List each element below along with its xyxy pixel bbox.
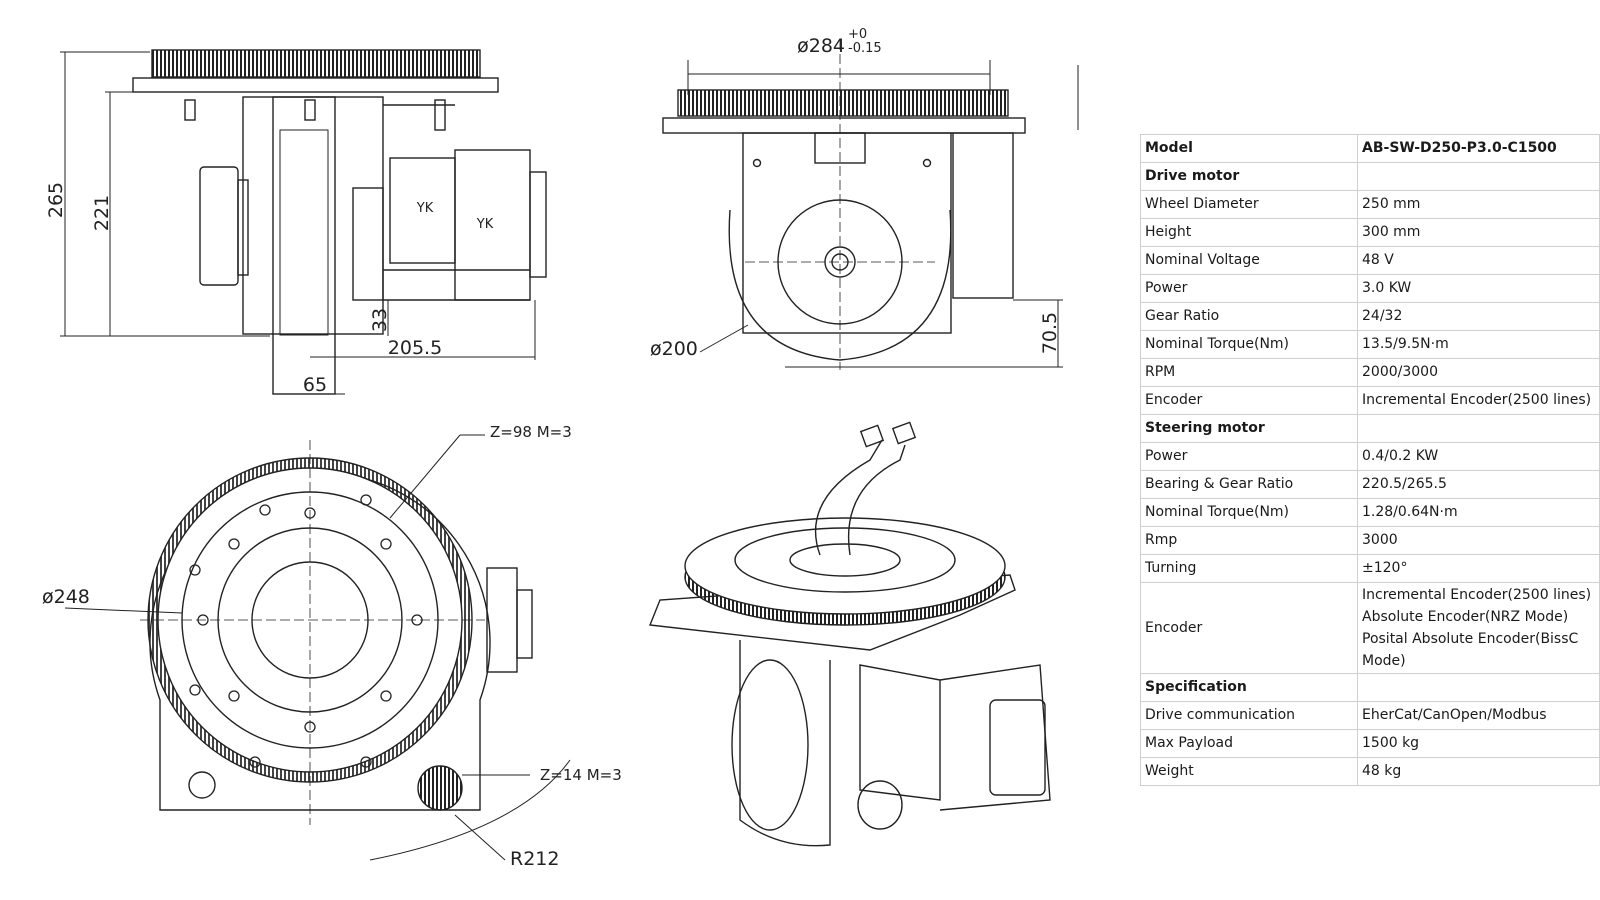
row-steer-header: Steering motor [1140, 414, 1600, 443]
row-value: 3.0 KW [1357, 274, 1600, 303]
row-key: Power [1140, 442, 1358, 471]
row-key: Weight [1140, 757, 1358, 786]
row-key: Bearing & Gear Ratio [1140, 470, 1358, 499]
table-row: Nominal Torque(Nm)1.28/0.64N·m [1140, 498, 1600, 527]
row-key: Wheel Diameter [1140, 190, 1358, 219]
steer-encoder-label: Encoder [1140, 582, 1358, 674]
row-key: Nominal Torque(Nm) [1140, 498, 1358, 527]
isometric-view-drawing [649, 421, 1051, 847]
row-value: 2000/3000 [1357, 358, 1600, 387]
model-value: AB-SW-D250-P3.0-C1500 [1357, 134, 1600, 163]
row-value: ±120° [1357, 554, 1600, 583]
row-key: Encoder [1140, 386, 1358, 415]
dim-d284-tol-up: +0 [848, 27, 867, 42]
row-key: RPM [1140, 358, 1358, 387]
table-row: Encoder Incremental Encoder(2500 lines) … [1140, 582, 1600, 674]
row-key: Nominal Voltage [1140, 246, 1358, 275]
dim-d200: ø200 [650, 338, 698, 360]
row-drive-header: Drive motor [1140, 162, 1600, 191]
encoder-line: Absolute Encoder(NRZ Mode) [1362, 609, 1569, 625]
specification-header: Specification [1140, 673, 1358, 702]
spec-table: Model AB-SW-D250-P3.0-C1500 Drive motor … [1140, 134, 1600, 786]
row-model: Model AB-SW-D250-P3.0-C1500 [1140, 134, 1600, 163]
top-view-bolt-holes [189, 494, 423, 768]
row-value: EherCat/CanOpen/Modbus [1357, 701, 1600, 730]
label-yk-2: YK [476, 217, 494, 232]
dim-r212: R212 [510, 848, 559, 870]
dim-z98: Z=98 M=3 [490, 423, 572, 441]
row-value: 220.5/265.5 [1357, 470, 1600, 499]
table-row: Nominal Torque(Nm)13.5/9.5N·m [1140, 330, 1600, 359]
row-key: Height [1140, 218, 1358, 247]
row-value: 48 V [1357, 246, 1600, 275]
top-view-drawing [64, 434, 571, 861]
row-value: Incremental Encoder(2500 lines) [1357, 386, 1600, 415]
encoder-line: Mode) [1362, 653, 1406, 669]
technical-drawings: 265 221 33 205.5 65 YK YK ø284 +0 -0.15 … [42, 27, 1079, 870]
drive-motor-header: Drive motor [1140, 162, 1358, 191]
front-view-drawing [662, 40, 1079, 370]
dim-70-5: 70.5 [1039, 312, 1061, 354]
dim-z14: Z=14 M=3 [540, 766, 622, 784]
row-value: 3000 [1357, 526, 1600, 555]
row-value: 300 mm [1357, 218, 1600, 247]
encoder-line: Posital Absolute Encoder(BissC [1362, 631, 1579, 647]
steering-motor-header: Steering motor [1140, 414, 1358, 443]
dim-d284-tol-down: -0.15 [848, 41, 882, 56]
row-value: 24/32 [1357, 302, 1600, 331]
dim-33: 33 [369, 308, 391, 332]
side-view-drawing [60, 49, 547, 395]
dim-d248: ø248 [42, 586, 90, 608]
dim-d284: ø284 [797, 35, 845, 57]
row-key: Gear Ratio [1140, 302, 1358, 331]
steer-encoder-values: Incremental Encoder(2500 lines) Absolute… [1357, 582, 1600, 674]
row-spec-header: Specification [1140, 673, 1600, 702]
label-yk-1: YK [416, 201, 434, 216]
row-key: Max Payload [1140, 729, 1358, 758]
row-value: 48 kg [1357, 757, 1600, 786]
row-value: 250 mm [1357, 190, 1600, 219]
row-key: Turning [1140, 554, 1358, 583]
spec-table-body: Model AB-SW-D250-P3.0-C1500 Drive motor … [1140, 134, 1600, 786]
model-label: Model [1140, 134, 1358, 163]
encoder-line: Incremental Encoder(2500 lines) [1362, 587, 1592, 603]
row-key: Nominal Torque(Nm) [1140, 330, 1358, 359]
row-key: Drive communication [1140, 701, 1358, 730]
row-value: 13.5/9.5N·m [1357, 330, 1600, 359]
dim-265: 265 [45, 182, 67, 218]
row-value: 1500 kg [1357, 729, 1600, 758]
row-key: Power [1140, 274, 1358, 303]
row-key: Rmp [1140, 526, 1358, 555]
dim-221: 221 [91, 195, 113, 231]
table-row: Turning±120° [1140, 554, 1600, 583]
row-value: 0.4/0.2 KW [1357, 442, 1600, 471]
dim-205-5: 205.5 [388, 337, 442, 359]
row-value: 1.28/0.64N·m [1357, 498, 1600, 527]
dim-65: 65 [303, 374, 327, 396]
